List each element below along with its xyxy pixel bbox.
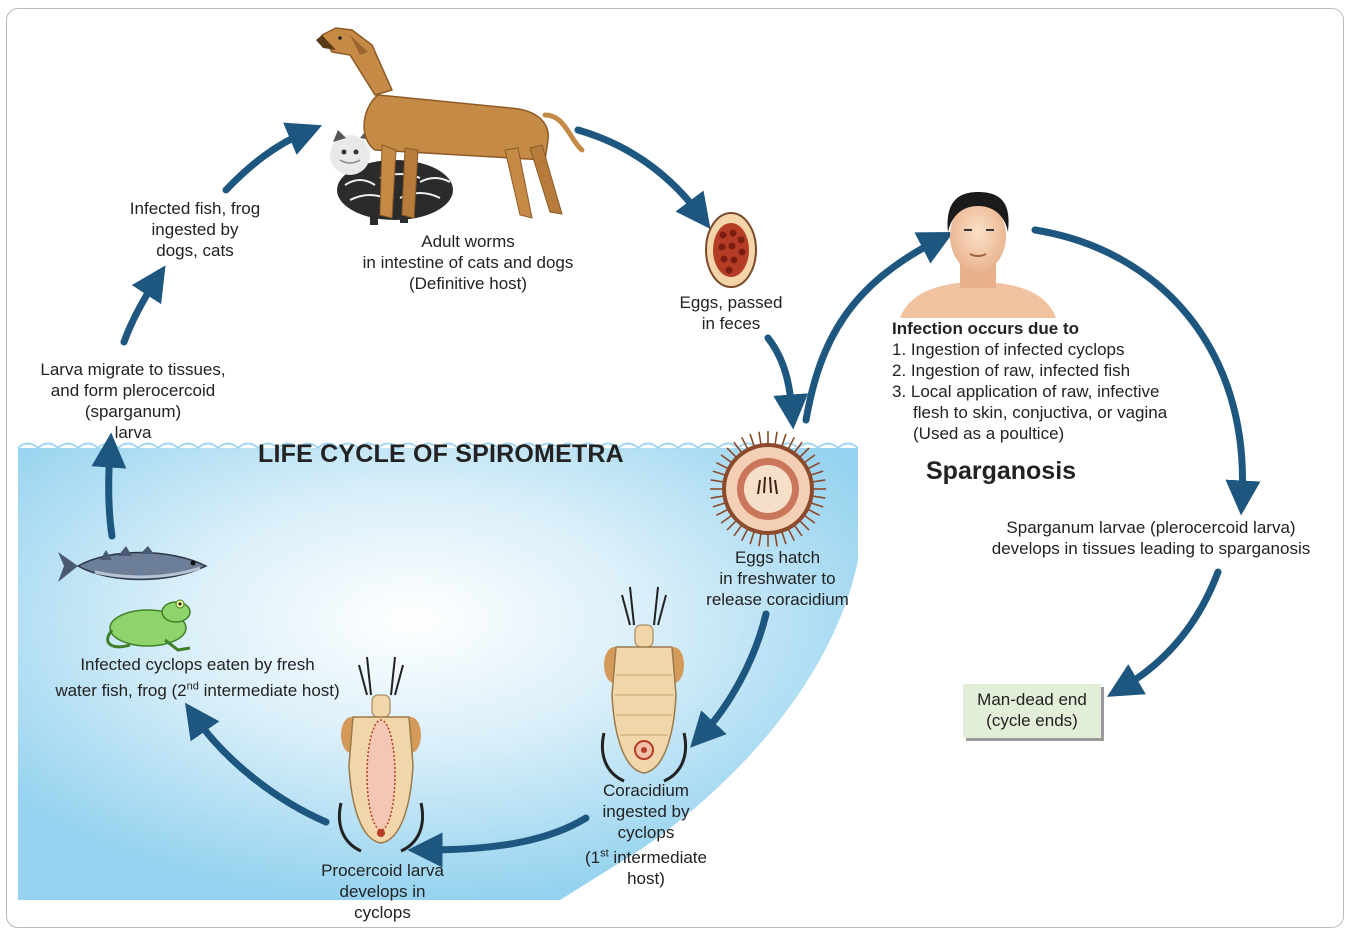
label-cyclops-eaten-2: water fish, frog (2nd intermediate host)	[30, 675, 365, 701]
label-fish-ingested-2: ingested by	[110, 219, 280, 240]
label-procercoid: Procercoid larva develops in cyclops	[305, 860, 460, 923]
label-cyclops-eaten-pre: water fish, frog (2	[55, 681, 186, 700]
arrow-dog-to-eggs	[578, 130, 700, 215]
label-larva-migrate-2: and form plerocercoid	[22, 380, 244, 401]
label-adult-worms: Adult worms in intestine of cats and dog…	[328, 231, 608, 294]
arrow-larva-to-ingested	[124, 280, 156, 342]
label-sparganum-2: develops in tissues leading to sparganos…	[965, 538, 1337, 559]
coracidium-icon	[710, 431, 826, 547]
infection-item-3b: flesh to skin, conjuctiva, or vagina	[892, 402, 1167, 423]
dead-end-1: Man-dead end	[963, 689, 1101, 710]
label-eggs-hatch-1: Eggs hatch	[690, 547, 865, 568]
label-eggs-passed: Eggs, passed in feces	[665, 292, 797, 334]
egg-icon	[706, 213, 756, 287]
infection-heading: Infection occurs due to	[892, 318, 1167, 339]
dead-end-2: (cycle ends)	[963, 710, 1101, 731]
infection-item-2: 2. Ingestion of raw, infected fish	[892, 360, 1167, 381]
label-eggs-passed-2: in feces	[665, 313, 797, 334]
infection-causes: Infection occurs due to 1. Ingestion of …	[892, 318, 1167, 444]
coracidium-cilium	[759, 432, 761, 446]
label-cyclops-eaten-post: intermediate host)	[199, 681, 340, 700]
disease-heading: Sparganosis	[926, 457, 1076, 486]
arrow-ingested-to-dog	[226, 132, 306, 190]
infection-item-3c: (Used as a poultice)	[892, 423, 1167, 444]
label-coracidium: Coracidium ingested by cyclops (1st inte…	[566, 780, 726, 889]
label-larva-migrate: Larva migrate to tissues, and form plero…	[22, 359, 244, 443]
label-coracidium-4: (1st intermediate	[566, 843, 726, 868]
label-larva-migrate-1: Larva migrate to tissues,	[22, 359, 244, 380]
label-eggs-hatch: Eggs hatch in freshwater to release cora…	[690, 547, 865, 610]
label-eggs-passed-1: Eggs, passed	[665, 292, 797, 313]
label-procercoid-3: cyclops	[305, 902, 460, 923]
label-adult-worms-1: Adult worms	[328, 231, 608, 252]
label-coracidium-1: Coracidium	[566, 780, 726, 801]
label-cyclops-eaten-sup: nd	[187, 680, 199, 692]
label-adult-worms-3: (Definitive host)	[328, 273, 608, 294]
infection-item-3: 3. Local application of raw, infective	[892, 381, 1167, 402]
arrow-sparganum-to-deadend	[1122, 572, 1218, 688]
coracidium-cilium	[775, 432, 777, 446]
label-coracidium-host-post: intermediate	[609, 848, 707, 867]
label-cyclops-eaten: Infected cyclops eaten by fresh water fi…	[30, 654, 365, 701]
label-coracidium-3: cyclops	[566, 822, 726, 843]
diagram-title: LIFE CYCLE OF SPIROMETRA	[258, 440, 624, 469]
label-larva-migrate-3: (sparganum)	[22, 401, 244, 422]
label-coracidium-host-sup: st	[600, 847, 609, 859]
label-fish-ingested: Infected fish, frog ingested by dogs, ca…	[110, 198, 280, 261]
label-coracidium-5: host)	[566, 868, 726, 889]
label-eggs-hatch-3: release coracidium	[690, 589, 865, 610]
label-sparganum: Sparganum larvae (plerocercoid larva) de…	[965, 517, 1337, 559]
label-eggs-hatch-2: in freshwater to	[690, 568, 865, 589]
label-larva-migrate-4: larva	[22, 422, 244, 443]
arrow-eggs-to-water	[768, 338, 792, 412]
human-icon	[900, 192, 1056, 318]
label-adult-worms-2: in intestine of cats and dogs	[328, 252, 608, 273]
label-coracidium-2: ingested by	[566, 801, 726, 822]
label-cyclops-eaten-1: Infected cyclops eaten by fresh	[30, 654, 365, 675]
label-fish-ingested-3: dogs, cats	[110, 240, 280, 261]
label-fish-ingested-1: Infected fish, frog	[110, 198, 280, 219]
label-procercoid-1: Procercoid larva	[305, 860, 460, 881]
dead-end-box: Man-dead end (cycle ends)	[963, 684, 1101, 738]
arrow-fish-to-larva	[109, 450, 112, 536]
label-procercoid-2: develops in	[305, 881, 460, 902]
label-sparganum-1: Sparganum larvae (plerocercoid larva)	[965, 517, 1337, 538]
label-coracidium-host-pre: (1	[585, 848, 600, 867]
infection-item-1: 1. Ingestion of infected cyclops	[892, 339, 1167, 360]
